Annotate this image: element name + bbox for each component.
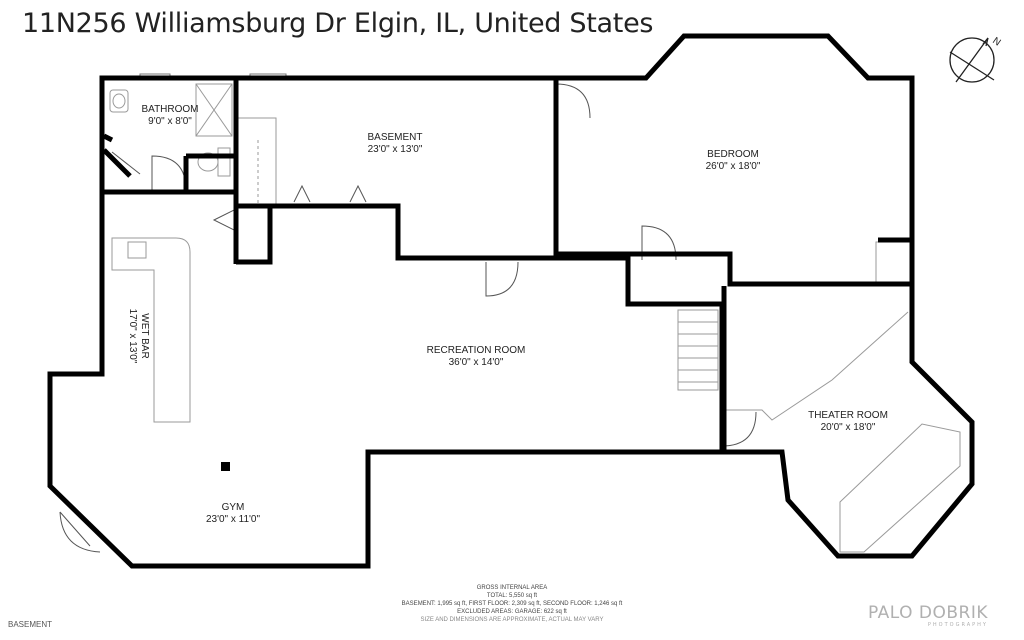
closet-theater bbox=[875, 241, 911, 285]
door-theater bbox=[721, 411, 757, 447]
fixtures bbox=[109, 83, 961, 553]
area-heading: GROSS INTERNAL AREA bbox=[476, 585, 548, 591]
door-recreation bbox=[485, 261, 519, 297]
room-label-theater: THEATER ROOM 20'0" x 18'0" bbox=[808, 410, 888, 434]
area-breakdown: BASEMENT: 1,995 sq ft, FIRST FLOOR: 2,30… bbox=[401, 601, 623, 607]
area-disclaimer: SIZE AND DIMENSIONS ARE APPROXIMATE, ACT… bbox=[420, 617, 604, 623]
room-name: THEATER ROOM bbox=[808, 410, 888, 421]
room-label-wet-bar: WET BAR 17'0" x 13'0" bbox=[126, 296, 150, 376]
room-name: RECREATION ROOM bbox=[426, 345, 526, 356]
door-bedroom bbox=[555, 83, 591, 119]
room-label-recreation: RECREATION ROOM 36'0" x 14'0" bbox=[427, 345, 526, 369]
bar-sink bbox=[127, 241, 147, 259]
outer-wall bbox=[47, 33, 975, 569]
room-label-bedroom: BEDROOM 26'0" x 18'0" bbox=[706, 149, 761, 173]
stairs-outline bbox=[677, 309, 719, 391]
room-name: WET BAR bbox=[139, 313, 150, 359]
room-dims: 36'0" x 14'0" bbox=[448, 357, 504, 368]
wet-bar-counter bbox=[111, 237, 191, 423]
sink-fixture bbox=[109, 89, 129, 113]
area-summary: GROSS INTERNAL AREA TOTAL: 5,550 sq ft B… bbox=[402, 584, 623, 624]
room-name: GYM bbox=[221, 502, 245, 513]
logo-sub: PHOTOGRAPHY bbox=[927, 622, 988, 628]
floor-name: BASEMENT bbox=[8, 620, 53, 629]
room-dims: 23'0" x 13'0" bbox=[367, 144, 423, 155]
room-dims: 23'0" x 11'0" bbox=[205, 514, 261, 525]
room-name: BEDROOM bbox=[707, 149, 759, 160]
logo-main: PALO DOBRIK bbox=[867, 603, 988, 623]
pillar bbox=[221, 462, 230, 471]
compass-icon bbox=[949, 37, 995, 83]
room-label-basement: BASEMENT 23'0" x 13'0" bbox=[367, 132, 422, 156]
theater-seating-upper bbox=[726, 311, 909, 421]
room-name: BATHROOM bbox=[141, 104, 199, 115]
door-bathroom bbox=[151, 155, 187, 191]
sink-basin bbox=[112, 93, 126, 109]
room-name: BASEMENT bbox=[367, 132, 423, 143]
door-gym-corner bbox=[59, 511, 101, 553]
room-dims: 26'0" x 18'0" bbox=[705, 161, 761, 172]
room-dims: 20'0" x 18'0" bbox=[820, 422, 876, 433]
room-label-bathroom: BATHROOM 9'0" x 8'0" bbox=[141, 104, 198, 128]
room-label-gym: GYM 23'0" x 11'0" bbox=[206, 502, 260, 526]
room-dims: 17'0" x 13'0" bbox=[127, 308, 138, 364]
toilet-fixture bbox=[217, 147, 231, 177]
cabinet-fixture bbox=[235, 117, 277, 207]
compass-label: N bbox=[990, 35, 1002, 48]
brand-logo: PALO DOBRIK PHOTOGRAPHY bbox=[868, 604, 988, 628]
theater-seating-lower bbox=[839, 423, 961, 553]
room-dims: 9'0" x 8'0" bbox=[148, 116, 192, 127]
shower-fixture bbox=[195, 83, 233, 137]
walls bbox=[47, 33, 975, 569]
property-address: 11N256 Williamsburg Dr Elgin, IL, United… bbox=[22, 8, 654, 39]
door-closet-left bbox=[212, 209, 235, 231]
area-excluded: EXCLUDED AREAS: GARAGE: 622 sq ft bbox=[457, 609, 567, 615]
area-total: TOTAL: 5,550 sq ft bbox=[486, 593, 538, 599]
